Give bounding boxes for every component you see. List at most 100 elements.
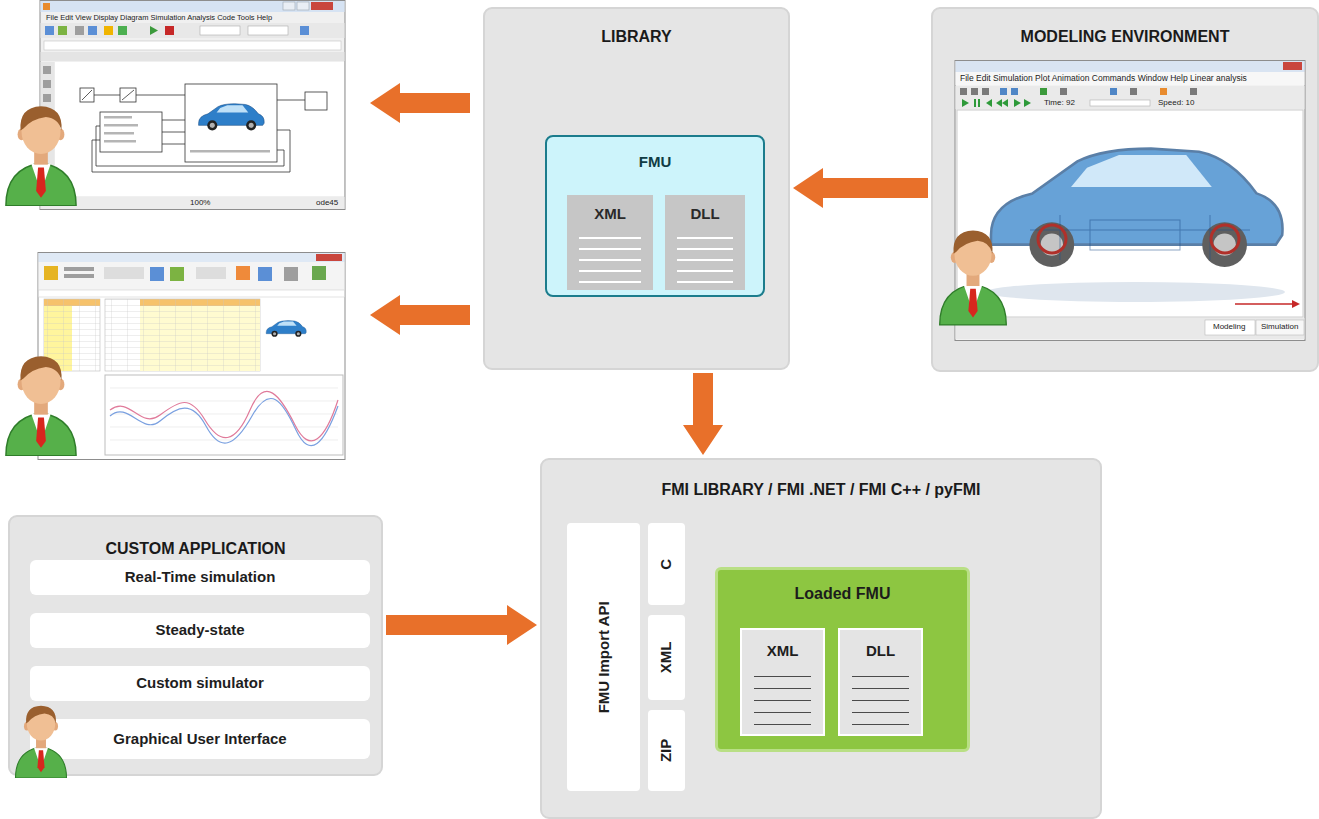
drawing-rect: [957, 110, 1303, 317]
drawing-rect: [43, 94, 51, 102]
drawing-rect: [971, 88, 978, 95]
api-label: ZIP: [657, 739, 676, 762]
drawing-rect: [39, 262, 345, 290]
drawing-rect: [118, 26, 127, 35]
drawing-rect: [39, 290, 345, 297]
drawing-rect: [311, 2, 333, 10]
drawing-rect: [165, 26, 174, 35]
flow-arrow: [386, 605, 537, 645]
solver-name: ode45: [316, 198, 338, 208]
drawing-path: [962, 99, 969, 107]
drawing-rect: [1090, 100, 1150, 106]
feature-label: Custom simulator: [136, 674, 264, 693]
drawing-use: [266, 321, 306, 337]
drawing-path: [96, 126, 284, 166]
drawing-rect: [104, 132, 134, 135]
drawing-rect: [44, 266, 58, 280]
drawing-circle: [1211, 225, 1239, 253]
drawing-rect: [956, 318, 1305, 339]
drawing-g: [1038, 225, 1239, 253]
drawing-rect: [43, 80, 51, 88]
drawing-rect: [64, 274, 94, 278]
drawing-rect: [185, 84, 277, 162]
drawing-rect: [956, 86, 1305, 97]
drawing-g: [82, 90, 305, 172]
drawing-path: [1292, 300, 1300, 308]
api-box: C: [648, 523, 685, 605]
drawing-rect: [1283, 62, 1302, 70]
drawing-g: [1030, 215, 1250, 260]
drawing-use: [991, 149, 1283, 267]
feature-box: Steady-state: [30, 613, 370, 648]
drawing-rect: [43, 3, 50, 10]
drawing-path: [94, 95, 120, 96]
box-title: Loaded FMU: [718, 584, 967, 604]
drawing-path: [82, 90, 92, 100]
label-holder: File Edit View Display Diagram Simulatio…: [46, 13, 272, 22]
drawing-rect: [248, 26, 288, 35]
flow-arrow: [683, 373, 723, 455]
drawing-rect: [120, 88, 136, 102]
drawing-rect: [284, 267, 298, 281]
time-readout: Time: 92: [1044, 98, 1075, 108]
label-holder: ode45: [316, 198, 338, 208]
drawing-rect: [105, 299, 260, 371]
zoom-level: 100%: [190, 198, 210, 208]
drawing-path: [996, 99, 1008, 107]
drawing-use: [940, 231, 1007, 325]
drawing-rect: [1000, 88, 1007, 95]
drawing-use: [6, 356, 76, 455]
file-box: XML: [567, 195, 653, 290]
drawing-rect: [45, 26, 54, 35]
feature-box: Custom simulator: [30, 666, 370, 701]
drawing-path: [1014, 99, 1031, 107]
file-box: DLL: [838, 628, 923, 736]
drawing-rect: [982, 88, 989, 95]
drawing-rect: [80, 88, 94, 102]
menu-bar: File Edit Simulation Plot Animation Comm…: [960, 73, 1247, 83]
drawing-rect: [58, 26, 67, 35]
drawing-rect: [956, 97, 1305, 109]
fmu-card: FMUXMLDLL: [545, 135, 765, 297]
drawing-rect: [305, 92, 327, 110]
drawing-rect: [150, 267, 164, 281]
person-icon: [6, 106, 1006, 778]
panel-box: FMI LIBRARY / FMI .NET / FMI C++ / pyFMI…: [540, 458, 1102, 819]
spreadsheet-window: [38, 253, 345, 460]
drawing-rect: [196, 267, 226, 279]
drawing-rect: [190, 150, 270, 153]
feature-box: Real-Time simulation: [30, 560, 370, 595]
panel-box: LIBRARYFMUXMLDLL: [483, 7, 790, 370]
drawing-rect: [1160, 88, 1167, 95]
menu-bar: File Edit View Display Diagram Simulatio…: [46, 13, 272, 22]
drawing-use: [6, 106, 76, 205]
drawing-rect: [39, 253, 345, 262]
drawing-rect: [1256, 320, 1304, 335]
drawing-path: [110, 388, 338, 440]
drawing-rect: [41, 23, 345, 38]
drawing-rect: [88, 26, 97, 35]
drawing-rect: [1011, 88, 1018, 95]
flow-arrow: [793, 168, 928, 208]
drawing-rect: [105, 375, 343, 455]
feature-label: Real-Time simulation: [125, 568, 276, 587]
label-holder: Time: 92: [1044, 98, 1075, 108]
drawing-rect: [956, 61, 1305, 72]
drawing-rect: [44, 41, 341, 50]
drawing-rect: [283, 2, 295, 10]
drawing-rect: [1205, 320, 1255, 335]
drawing-rect: [41, 52, 345, 61]
speed-readout: Speed: 10: [1158, 98, 1194, 108]
drawing-path: [986, 99, 992, 107]
drawing-rect: [974, 99, 976, 107]
api-label: FMU Import API: [594, 601, 613, 713]
drawing-g: [110, 388, 338, 440]
panel-title: FMI LIBRARY / FMI .NET / FMI C++ / pyFMI: [542, 480, 1100, 500]
drawing-g: [960, 88, 1197, 95]
drawing-rect: [1110, 88, 1117, 95]
drawing-rect: [300, 26, 309, 35]
api-box: XML: [648, 615, 685, 700]
drawing-path: [277, 100, 305, 101]
drawing-rect: [955, 61, 1305, 341]
modeling-software-window: [955, 61, 1305, 341]
